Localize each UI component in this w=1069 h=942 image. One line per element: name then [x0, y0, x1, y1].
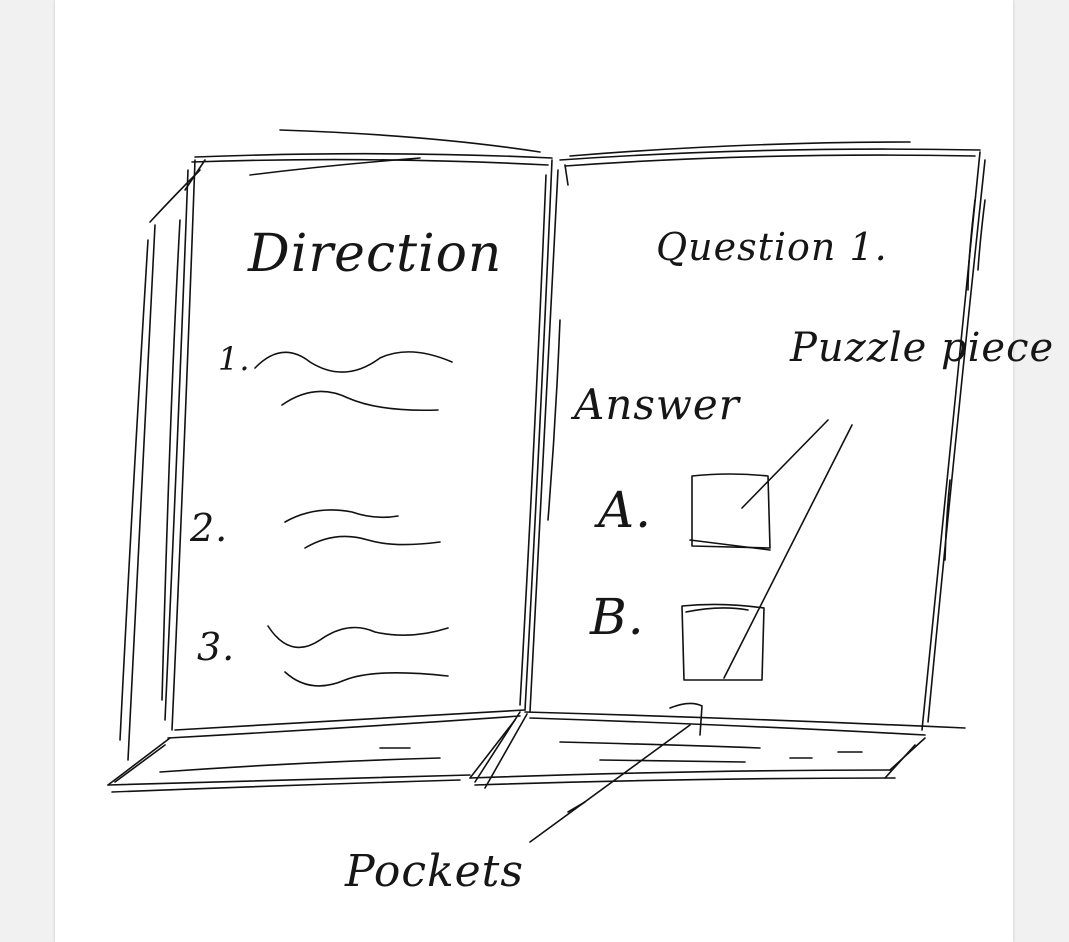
direction-item-1-number: 1. — [218, 340, 251, 378]
direction-item-3-number: 3. — [197, 625, 236, 669]
option-b-label: B. — [590, 588, 645, 646]
puzzle-piece-callout: Puzzle piece — [790, 325, 1055, 371]
pockets-callout: Pockets — [345, 846, 524, 897]
booklet-top-edge — [149, 129, 981, 223]
answer-box-a — [689, 473, 771, 551]
question-heading: Question 1. — [656, 225, 888, 269]
right-page-outline — [547, 151, 986, 731]
direction-item-2-number: 2. — [190, 506, 229, 550]
direction-heading: Direction — [248, 224, 503, 284]
puzzle-piece-leaders — [723, 419, 853, 679]
answer-label: Answer — [574, 380, 740, 429]
option-a-label: A. — [598, 481, 653, 539]
pocket-strip — [107, 709, 966, 793]
direction-squiggles — [254, 351, 453, 687]
answer-box-b — [681, 603, 765, 681]
left-page-outline — [119, 159, 569, 761]
pockets-leader — [529, 702, 703, 843]
